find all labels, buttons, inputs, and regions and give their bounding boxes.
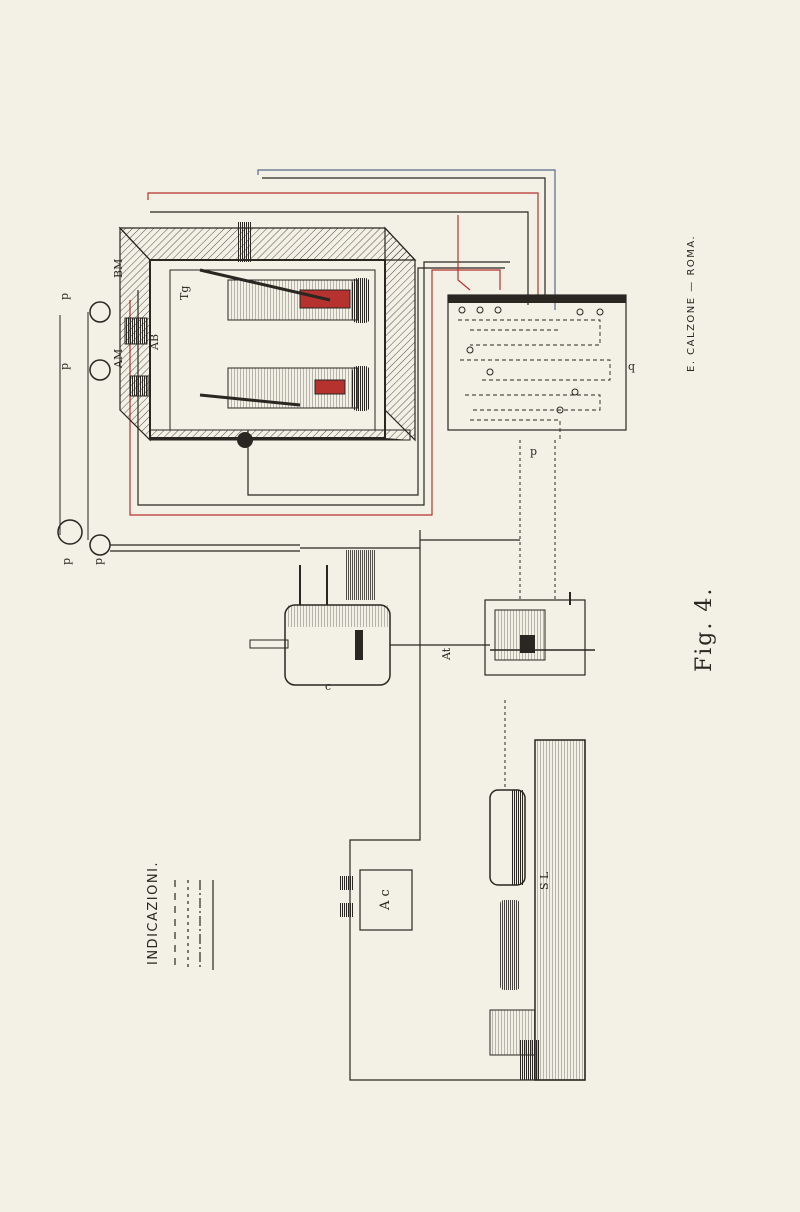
label-ab: AB — [148, 333, 161, 350]
bench-apparatus — [489, 700, 586, 1081]
wiring-loops — [129, 169, 556, 516]
piston-mechanism — [484, 592, 595, 676]
label-p2: p — [92, 557, 105, 565]
label-p-top: p — [58, 292, 71, 300]
thermostat-box — [118, 222, 417, 448]
label-sl: S L — [538, 871, 551, 890]
label-ac-box: A c — [378, 889, 393, 910]
tank-c — [249, 550, 391, 686]
label-at: At — [440, 647, 453, 660]
label-bm: BM — [112, 258, 125, 278]
ac-box — [340, 869, 413, 931]
legend-lines — [174, 880, 214, 970]
left-pulleys — [57, 301, 300, 556]
label-q: q — [628, 360, 636, 373]
label-p-bottom: p — [60, 557, 73, 565]
legend-title: INDICAZIONI. — [146, 860, 161, 965]
label-p-mid: p — [58, 362, 71, 370]
label-tg: Tg — [178, 285, 191, 300]
publisher-imprint: E. CALZONE — ROMA. — [686, 234, 697, 372]
figure-caption: Fig. 4. — [692, 586, 717, 672]
control-panel — [447, 294, 627, 600]
label-am: AM — [112, 348, 125, 368]
label-c: c — [325, 680, 332, 693]
label-p-ctrl: p — [530, 445, 538, 458]
